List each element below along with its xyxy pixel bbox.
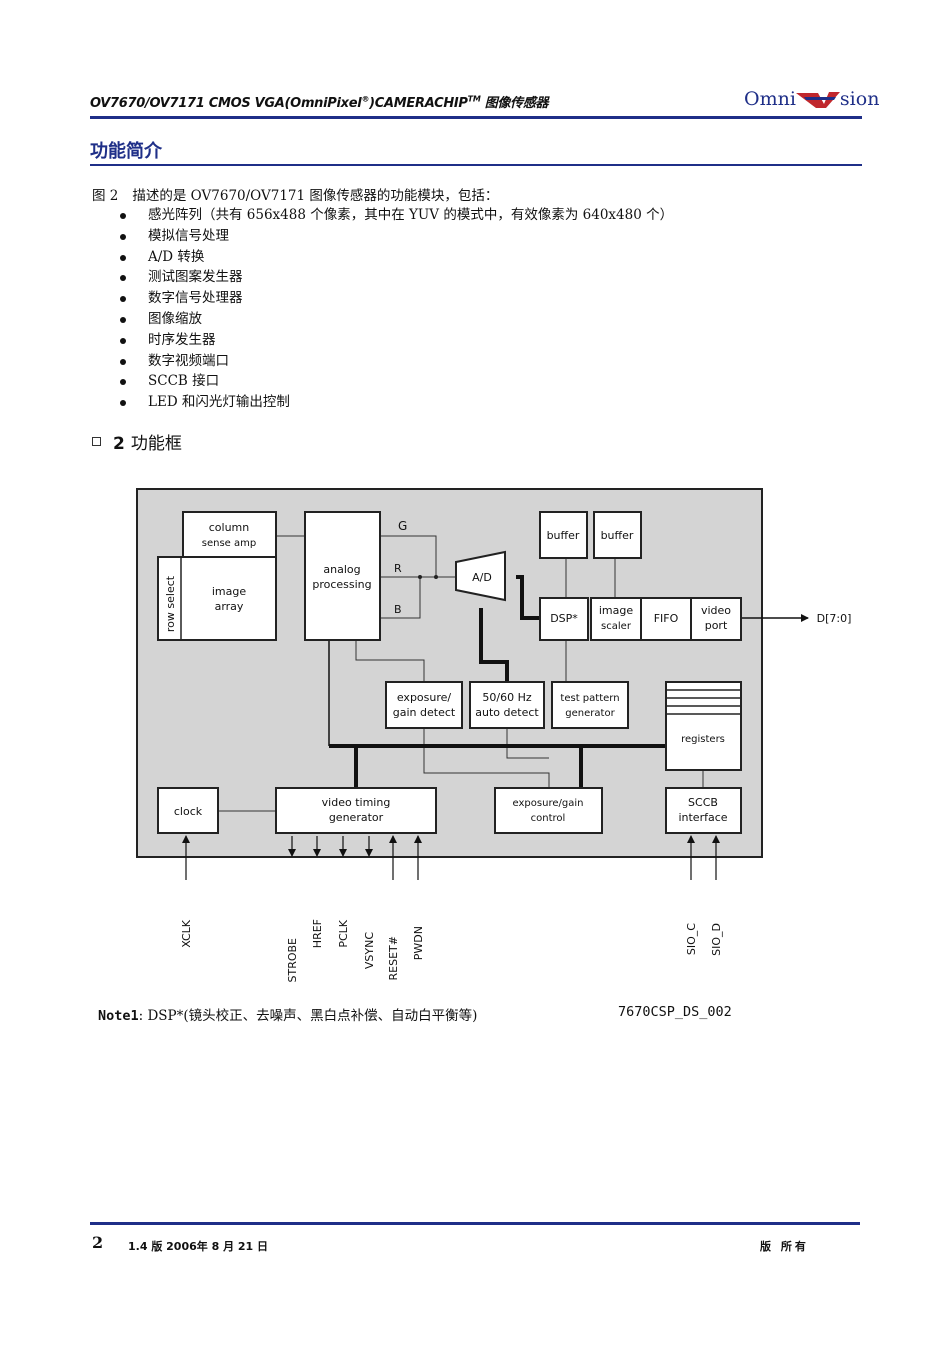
image-scaler-label: image [599, 604, 633, 617]
list-item: 时序发生器 [118, 330, 673, 351]
row-select-label: row select [164, 575, 177, 632]
video-timing-label: video timing [322, 796, 391, 809]
fifo-block [640, 597, 692, 641]
pin-pwdn: PWDN [412, 926, 425, 960]
pin-href: HREF [311, 919, 324, 948]
exposure-gain-control-block [494, 787, 603, 834]
ad-label: A/D [472, 571, 492, 584]
b-label: B [394, 603, 402, 616]
buffer-block [539, 511, 588, 559]
sccb-interface-block [665, 787, 742, 834]
image-scaler-label: scaler [601, 621, 632, 632]
analog-label: analog [323, 563, 360, 576]
document-id: 7670CSP_DS_002 [618, 1004, 732, 1020]
caption-box-icon [92, 437, 101, 446]
dsp-label: DSP* [550, 612, 578, 625]
pin-pclk: PCLK [337, 919, 350, 947]
footnote: Note1: DSP*(镜头校正、去噪声、黑白点补偿、自动白平衡等) [98, 1008, 478, 1024]
pin-sio-d: SIO_D [710, 923, 723, 956]
dsp-block [539, 597, 589, 641]
gain-detect-label: gain detect [393, 706, 456, 719]
version-date: 1.4 版 2006年 8 月 21 日 [128, 1240, 269, 1253]
r-label: R [394, 562, 402, 575]
pin-reset: RESET# [387, 936, 400, 980]
exposure-gain-control-label: control [531, 813, 566, 824]
analog-processing-block [304, 511, 381, 641]
video-port-label: port [705, 619, 728, 632]
feature-list: 感光阵列（共有 656x488 个像素，其中在 YUV 的模式中，有效像素为 6… [118, 205, 673, 413]
clock-label: clock [174, 805, 203, 818]
section-title: 功能简介 [90, 141, 162, 162]
buffer-label: buffer [547, 529, 580, 542]
video-port-label: video [701, 604, 731, 617]
image-scaler-block [590, 597, 642, 641]
auto-detect-label: auto detect [475, 706, 539, 719]
clock-block [157, 787, 219, 834]
exposure-gain-control-label: exposure/gain [513, 798, 584, 809]
buffer-label: buffer [601, 529, 634, 542]
sccb-label: SCCB [688, 796, 718, 809]
registers-block [665, 681, 742, 771]
test-pattern-block [551, 681, 629, 729]
header-rule [90, 116, 862, 119]
list-item: 数字信号处理器 [118, 288, 673, 309]
list-item: 数字视频端口 [118, 351, 673, 372]
list-item: SCCB 接口 [118, 371, 673, 392]
list-item: 模拟信号处理 [118, 226, 673, 247]
auto-detect-label: 50/60 Hz [482, 691, 531, 704]
image-label: image [212, 585, 246, 598]
pin-xclk: XCLK [180, 919, 193, 948]
list-item: 感光阵列（共有 656x488 个像素，其中在 YUV 的模式中，有效像素为 6… [118, 205, 673, 226]
list-item: 测试图案发生器 [118, 267, 673, 288]
column-sense-amp-block [182, 511, 277, 558]
array-label: array [215, 600, 244, 613]
pin-strobe: STROBE [286, 938, 299, 983]
list-item: LED 和闪光灯输出控制 [118, 392, 673, 413]
video-timing-generator-block [275, 787, 437, 834]
list-item: 图像缩放 [118, 309, 673, 330]
data-out-label: D[7:0] [817, 612, 852, 625]
video-timing-label: generator [329, 811, 384, 824]
test-pattern-label: test pattern [560, 693, 619, 704]
exposure-gain-detect-block [385, 681, 463, 729]
footer-rule [90, 1222, 860, 1225]
block-diagram: column sense amp image array analog proc… [136, 488, 852, 983]
buffer-block [593, 511, 642, 559]
sense-amp-label: sense amp [202, 538, 256, 549]
exposure-label: exposure/ [397, 691, 452, 704]
sccb-label: interface [678, 811, 727, 824]
header-title: OV7670/OV7171 CMOS VGA(OmniPixel®)CAMERA… [90, 94, 549, 111]
test-pattern-label: generator [565, 708, 615, 719]
g-label: G [398, 519, 407, 533]
section-rule [90, 164, 862, 166]
page-number: 2 [92, 1233, 104, 1252]
logo-v-mark-icon [795, 92, 840, 108]
column-label: column [209, 521, 250, 534]
list-item: A/D 转换 [118, 247, 673, 268]
video-port-block [690, 597, 742, 641]
pin-sio-c: SIO_C [685, 923, 698, 955]
registers-label: registers [681, 734, 725, 745]
auto-detect-block [469, 681, 545, 729]
fifo-label: FIFO [654, 612, 679, 625]
processing-label: processing [312, 578, 371, 591]
pin-vsync: VSYNC [363, 932, 376, 969]
ad-converter-block [455, 550, 506, 602]
copyright: 版 所有 [760, 1240, 809, 1253]
